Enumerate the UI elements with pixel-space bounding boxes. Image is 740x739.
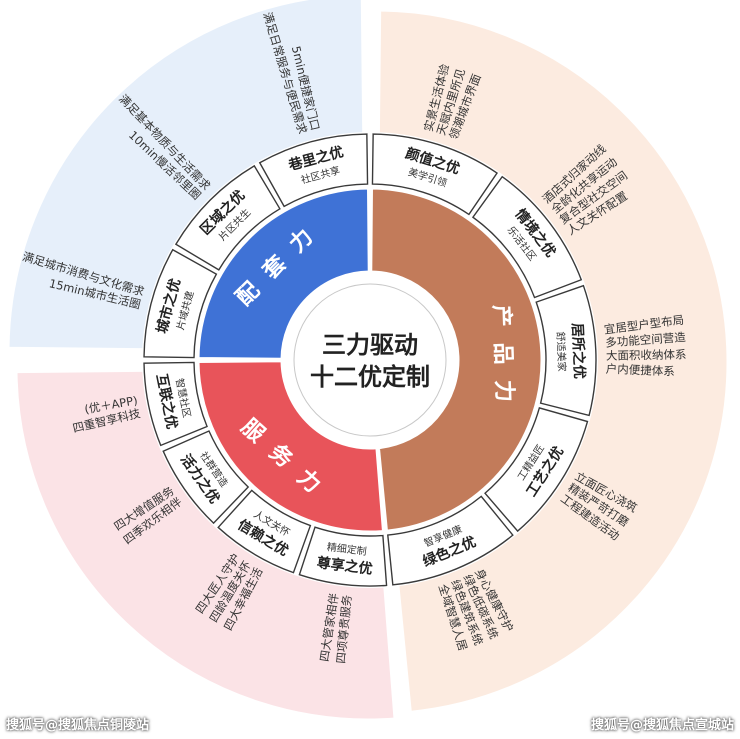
item-description: 户内便捷体系 bbox=[606, 362, 675, 379]
tile-subtitle: 舒适美家 bbox=[554, 331, 569, 372]
force-label-chanpin: 产 品 力 bbox=[488, 304, 517, 406]
center-title-line2: 十二优定制 bbox=[310, 363, 430, 391]
center-circle bbox=[293, 283, 447, 437]
force-sector-fuwu bbox=[196, 359, 386, 534]
watermark-right: 搜狐号@搜狐焦点宣城站 bbox=[590, 718, 734, 733]
force-sector-chanpin bbox=[369, 186, 544, 533]
center-title-line1: 三力驱动 bbox=[322, 331, 418, 359]
item-description: 大面积收纳体系 bbox=[606, 347, 687, 362]
force-sector-peitao bbox=[196, 186, 371, 361]
watermark-left: 搜狐号@搜狐焦点铜陵站 bbox=[6, 718, 150, 733]
tile-title: 尊享之优 bbox=[316, 554, 374, 578]
item-description: 四项尊贵服务 bbox=[334, 594, 355, 665]
item-description: 多功能空间营造 bbox=[605, 330, 687, 350]
tile-title: 居所之优 bbox=[569, 323, 588, 380]
